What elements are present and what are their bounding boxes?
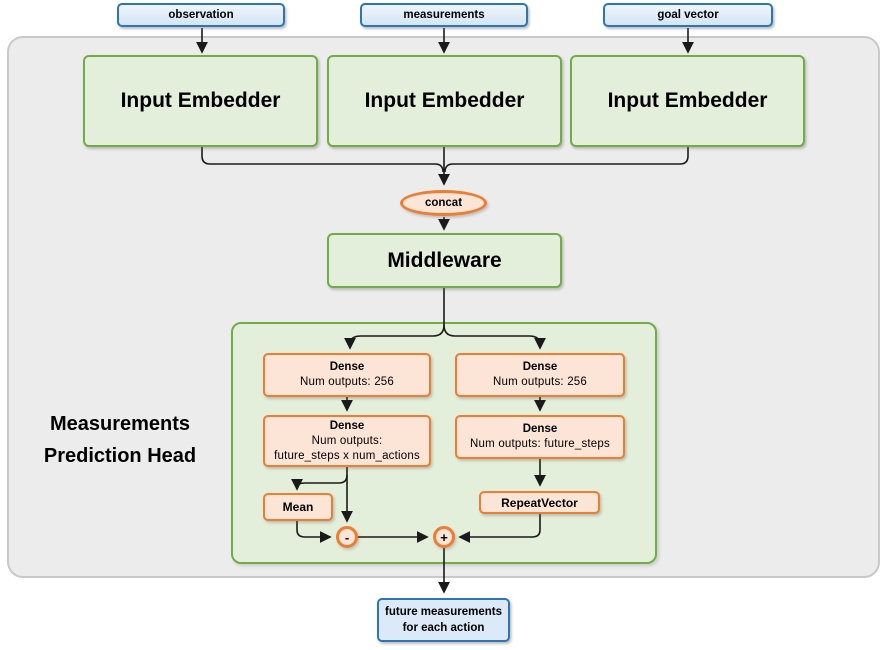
concat-node: concat: [400, 190, 487, 216]
input-node-observation: observation: [117, 3, 285, 27]
input-node-goal-vector-label: goal vector: [657, 9, 719, 21]
input-node-observation-label: observation: [168, 9, 234, 21]
input-embedder-label: Input Embedder: [607, 89, 768, 112]
minus-label: -: [344, 529, 350, 545]
minus-operator: -: [336, 526, 358, 548]
input-node-measurements-label: measurements: [403, 9, 485, 21]
dense-left-256: Dense Num outputs: 256: [263, 353, 431, 397]
dense-right-256: Dense Num outputs: 256: [455, 353, 625, 397]
dense-title: Dense: [329, 419, 365, 432]
dense-subtitle-line2: future_steps x num_actions: [274, 449, 420, 462]
head-label-line1: Measurements: [49, 413, 191, 435]
input-embedder-goal-vector: Input Embedder: [570, 55, 805, 147]
plus-operator: +: [433, 526, 455, 548]
dense-title: Dense: [522, 361, 558, 373]
dense-title: Dense: [522, 423, 558, 435]
dense-subtitle: Num outputs: future_steps: [470, 438, 610, 450]
dense-title: Dense: [329, 361, 365, 373]
input-embedder-observation: Input Embedder: [83, 55, 318, 147]
input-node-measurements: measurements: [360, 3, 528, 27]
mean-node: Mean: [263, 493, 333, 521]
input-embedder-label: Input Embedder: [364, 89, 525, 112]
dense-subtitle: Num outputs: 256: [300, 376, 394, 388]
dense-right-future-steps: Dense Num outputs: future_steps: [455, 415, 625, 459]
dense-left-future-steps-actions: Dense Num outputs: future_steps x num_ac…: [263, 415, 431, 467]
input-embedder-measurements: Input Embedder: [327, 55, 562, 147]
input-node-goal-vector: goal vector: [603, 3, 773, 27]
middleware-label: Middleware: [387, 248, 502, 272]
input-embedder-label: Input Embedder: [120, 89, 281, 112]
output-label-line1: future measurements: [385, 606, 502, 618]
head-label-line2: Prediction Head: [43, 445, 197, 467]
head-label: Measurements Prediction Head: [16, 408, 224, 472]
concat-label: concat: [424, 197, 463, 209]
output-label-line2: for each action: [402, 622, 485, 634]
dense-subtitle: Num outputs: 256: [493, 376, 587, 388]
plus-label: +: [440, 529, 448, 545]
dense-subtitle-line1: Num outputs:: [311, 434, 383, 447]
output-node-future-measurements: future measurements for each action: [377, 598, 510, 642]
repeat-vector-label: RepeatVector: [501, 495, 578, 510]
middleware-node: Middleware: [327, 233, 562, 288]
mean-label: Mean: [282, 500, 314, 514]
repeat-vector-node: RepeatVector: [479, 491, 600, 514]
